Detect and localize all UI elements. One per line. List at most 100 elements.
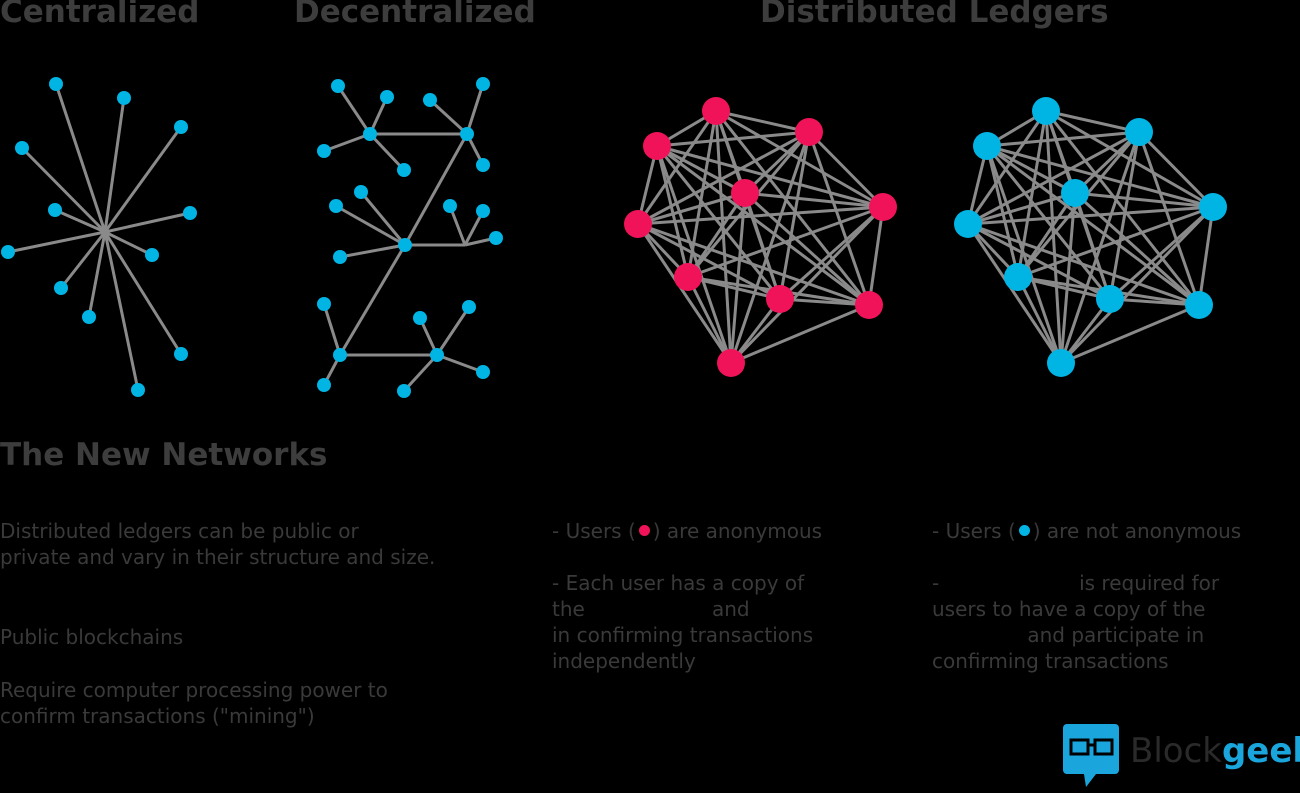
intro-text: Distributed ledgers can be public or pri… (0, 518, 435, 570)
network-edge (637, 130, 810, 226)
network-node (1, 245, 15, 259)
network-edge (967, 222, 1200, 307)
network-edge (103, 126, 183, 233)
network-edge (637, 191, 746, 226)
network-edge (779, 297, 870, 307)
network-edge (103, 231, 183, 355)
private-perm-line-3: and participate in (932, 623, 1205, 647)
private-perm-line-4: confirming transactions (932, 649, 1169, 673)
network-node (1199, 193, 1227, 221)
network-edge (656, 130, 810, 148)
require-line-1: Require computer processing power to (0, 678, 388, 702)
network-edge (322, 303, 342, 356)
network-edge (1109, 297, 1200, 307)
network-edge (656, 144, 870, 307)
pink-user-dot-icon (638, 525, 650, 536)
network-edge (20, 146, 107, 234)
network-edge (656, 144, 746, 195)
network-edge (686, 276, 733, 364)
network-node (174, 120, 188, 134)
network-edge (104, 230, 153, 257)
network-edge (715, 109, 810, 134)
network-node (131, 383, 145, 397)
network-edge (807, 130, 885, 209)
network-edge (967, 191, 1076, 226)
network-edge (54, 83, 107, 233)
network-edge (1044, 110, 1063, 364)
network-diagrams (1, 77, 1227, 398)
decentralized-network (317, 77, 503, 398)
network-edge (59, 231, 107, 289)
network-node (954, 210, 982, 238)
network-node (624, 210, 652, 238)
network-node (15, 141, 29, 155)
section-heading: The New Networks (0, 437, 328, 473)
network-node (1061, 179, 1089, 207)
network-edge (986, 144, 1214, 209)
network-node (317, 144, 331, 158)
network-edge (743, 192, 782, 300)
network-edge (338, 244, 407, 356)
network-edge (323, 132, 371, 153)
network-edge (403, 133, 469, 246)
private-users-line: - Users ( ) are not anonymous (932, 518, 1241, 544)
network-edge (655, 145, 690, 278)
network-edge (743, 130, 811, 195)
network-edge (967, 130, 1140, 226)
network-edge (1109, 205, 1214, 301)
network-edge (368, 132, 406, 172)
network-edge (87, 231, 107, 318)
network-edge (402, 353, 439, 393)
network-edge (656, 144, 884, 209)
network-edge (686, 192, 747, 278)
private-perm-line-2: users to have a copy of the (932, 597, 1206, 621)
network-edge (714, 110, 871, 306)
network-edge (637, 222, 870, 307)
network-node (702, 97, 730, 125)
private-users-suffix: ) are not anonymous (1032, 519, 1242, 543)
network-node (333, 348, 347, 362)
network-edge (1059, 205, 1215, 365)
network-edge (104, 211, 191, 234)
intro-line-1: Distributed ledgers can be public or (0, 519, 359, 543)
public-users-prefix: - Users ( (552, 519, 636, 543)
cyan-user-dot-icon (1018, 525, 1030, 536)
network-edge (339, 243, 406, 259)
public-copy-text: - Each user has a copy of the and in con… (552, 570, 813, 674)
network-node (82, 310, 96, 324)
network-edge (1016, 276, 1063, 364)
network-edge (687, 205, 884, 279)
network-node (331, 79, 345, 93)
network-edge (465, 83, 485, 135)
network-node (398, 238, 412, 252)
network-edge (1137, 130, 1215, 209)
network-node (413, 311, 427, 325)
network-node (354, 185, 368, 199)
network-edge (778, 131, 811, 300)
network-node (317, 378, 331, 392)
network-node (476, 365, 490, 379)
private-users-prefix: - Users ( (932, 519, 1016, 543)
network-edge (779, 205, 884, 301)
network-node (643, 132, 671, 160)
private-distributed-network (954, 97, 1227, 377)
network-edge (359, 191, 407, 246)
centralized-title: Centralized (0, 0, 200, 30)
network-edge (986, 130, 1140, 148)
network-edge (1073, 130, 1141, 195)
network-node (1125, 118, 1153, 146)
network-node (462, 300, 476, 314)
network-edge (985, 145, 1020, 278)
public-users-suffix: ) are anonymous (652, 519, 823, 543)
network-edge (966, 110, 1048, 225)
network-edge (1044, 110, 1201, 306)
network-node (117, 91, 131, 105)
private-permission-text: - is required for users to have a copy o… (932, 570, 1219, 674)
network-edge (986, 144, 1200, 307)
network-node (795, 118, 823, 146)
network-edge (744, 191, 884, 209)
network-edge (335, 204, 406, 247)
network-node (54, 281, 68, 295)
network-node (363, 127, 377, 141)
network-edge (807, 131, 871, 306)
